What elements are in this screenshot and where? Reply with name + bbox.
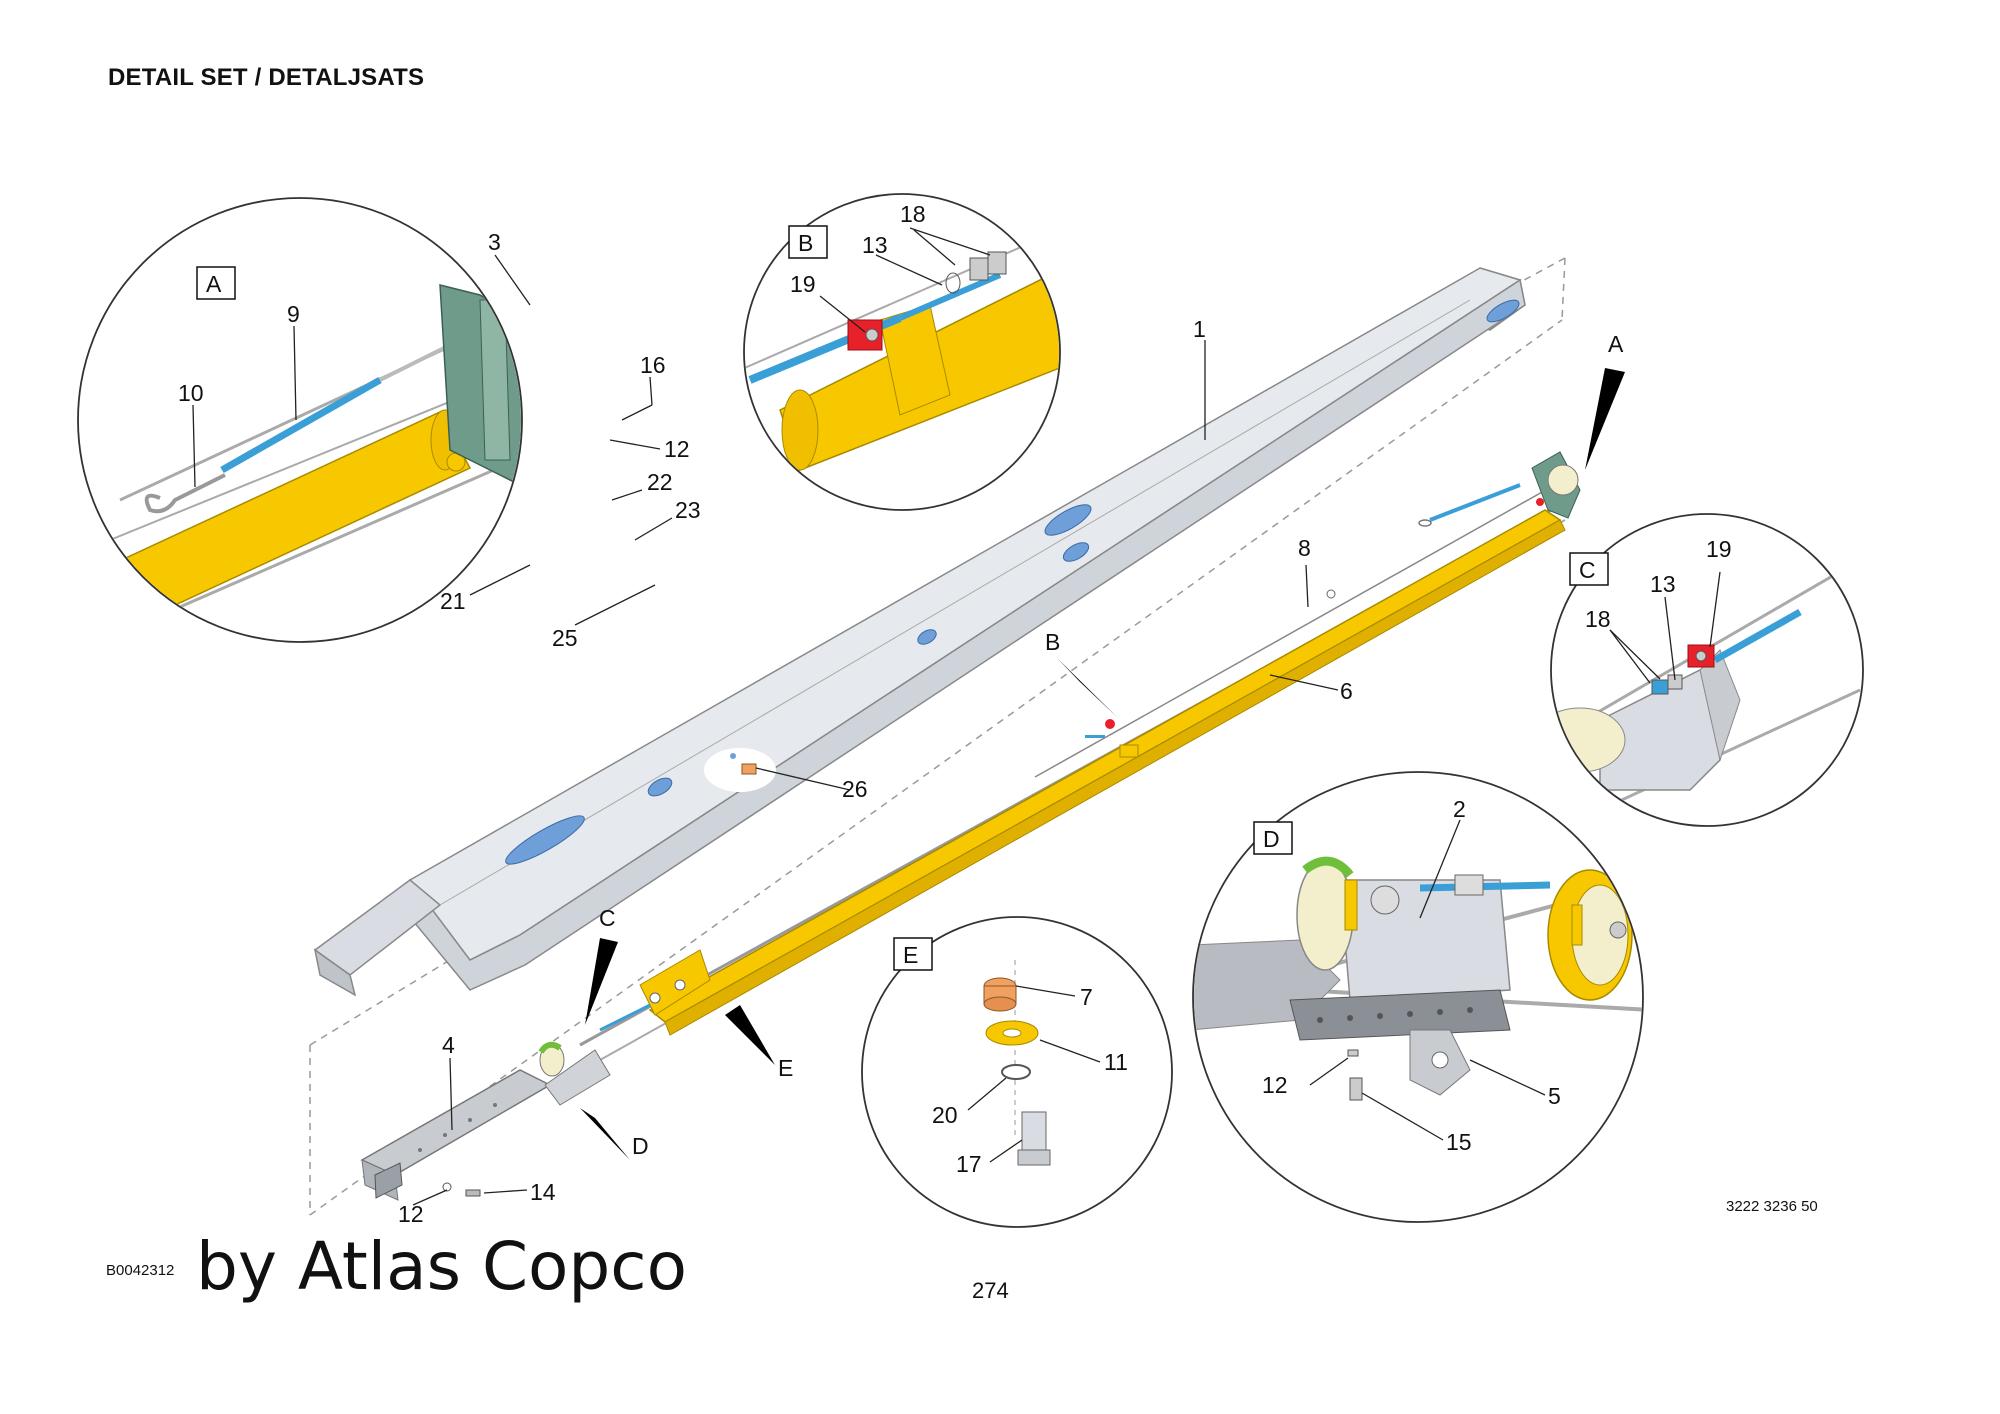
view-pointers xyxy=(580,368,1625,1160)
view-label-d: D xyxy=(632,1133,649,1159)
item-26-halo xyxy=(704,748,776,792)
main-frame xyxy=(313,267,1526,997)
pointer-d xyxy=(580,1108,630,1160)
watermark: by Atlas Copco xyxy=(196,1228,687,1305)
callout-11: 11 xyxy=(1104,1049,1128,1075)
figure-id: B0042312 xyxy=(106,1262,175,1279)
leader-lines xyxy=(192,227,1721,1206)
callout-19-b: 19 xyxy=(790,271,816,297)
item-26-bolt xyxy=(730,753,757,775)
callout-22: 22 xyxy=(647,469,673,495)
detail-view-e xyxy=(861,916,1173,1228)
detail-box-e: E xyxy=(903,942,918,968)
part-number: 3222 3236 50 xyxy=(1726,1198,1818,1215)
callout-14: 14 xyxy=(530,1179,556,1205)
detail-box-b: B xyxy=(798,230,813,256)
page-title: DETAIL SET / DETALJSATS xyxy=(108,64,425,91)
detail-view-a xyxy=(77,197,523,643)
callout-5: 5 xyxy=(1548,1083,1561,1109)
detail-box-c: C xyxy=(1579,557,1596,583)
detail-view-d xyxy=(1192,771,1644,1223)
callout-15: 15 xyxy=(1446,1129,1472,1155)
detail-box-a: A xyxy=(206,271,222,297)
callout-13-c: 13 xyxy=(1650,571,1676,597)
callout-26: 26 xyxy=(842,776,868,802)
callout-8: 8 xyxy=(1298,535,1311,561)
detail-box-d: D xyxy=(1263,826,1280,852)
callout-12-a: 12 xyxy=(664,436,690,462)
callout-18-b: 18 xyxy=(900,201,926,227)
detail-view-c xyxy=(1550,513,1864,827)
callout-2: 2 xyxy=(1453,796,1466,822)
callout-9: 9 xyxy=(287,301,300,327)
feed-end-assembly xyxy=(360,1003,651,1201)
pointer-e xyxy=(725,1005,775,1065)
callout-12-d: 12 xyxy=(1262,1072,1288,1098)
pointer-a xyxy=(1585,368,1625,470)
view-label-a: A xyxy=(1608,331,1624,357)
callout-10: 10 xyxy=(178,380,204,406)
callout-13-b: 13 xyxy=(862,232,888,258)
detail-view-b xyxy=(743,193,1061,511)
page-number: 274 xyxy=(972,1278,1009,1303)
callout-16: 16 xyxy=(640,352,666,378)
callout-23: 23 xyxy=(675,497,701,523)
boom-assembly xyxy=(579,451,1581,1061)
callout-25: 25 xyxy=(552,625,578,651)
callout-3: 3 xyxy=(488,229,501,255)
pointer-c xyxy=(585,938,618,1025)
callout-6: 6 xyxy=(1340,678,1353,704)
callout-19-c: 19 xyxy=(1706,536,1732,562)
callout-21: 21 xyxy=(440,588,466,614)
view-label-e: E xyxy=(778,1055,793,1081)
callout-4: 4 xyxy=(442,1032,455,1058)
callout-7: 7 xyxy=(1080,984,1093,1010)
callout-12-main: 12 xyxy=(398,1201,424,1227)
view-label-c: C xyxy=(599,905,616,931)
pointer-b xyxy=(1057,658,1118,718)
callout-17: 17 xyxy=(956,1151,982,1177)
view-label-b: B xyxy=(1045,629,1060,655)
callout-1: 1 xyxy=(1193,316,1206,342)
callout-20: 20 xyxy=(932,1102,958,1128)
callout-18-c: 18 xyxy=(1585,606,1611,632)
